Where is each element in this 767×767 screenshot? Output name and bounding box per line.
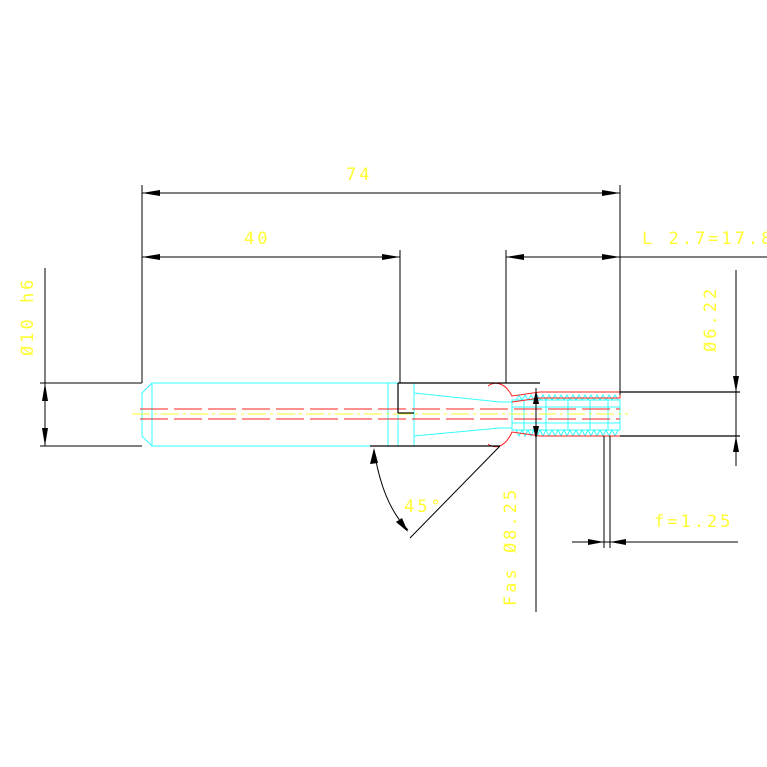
label-chamfer-diameter: Fas Ø8.25 xyxy=(501,487,521,606)
dimension-shank-length: 40 xyxy=(142,229,401,383)
thread-body xyxy=(511,399,621,431)
label-chamfer-angle: 45° xyxy=(404,497,444,517)
dimension-pitch: f=1.25 xyxy=(572,436,738,548)
label-overall-length: 74 xyxy=(346,165,372,185)
dimension-overall-length: 74 xyxy=(141,165,621,395)
dimension-chamfer-diameter: Fas Ø8.25 xyxy=(501,388,539,612)
label-core-diameter: Ø6.22 xyxy=(701,286,721,352)
dimension-core-diameter: Ø6.22 xyxy=(701,270,739,466)
label-pitch: f=1.25 xyxy=(654,512,733,532)
dimension-chamfer-angle: 45° xyxy=(370,445,501,539)
outline-extents xyxy=(370,382,740,447)
label-shank-diameter: Ø10 h6 xyxy=(18,277,38,356)
dimension-thread-length: L 2.7=17.8 xyxy=(505,229,767,383)
hidden-lines xyxy=(140,382,621,448)
label-shank-length: 40 xyxy=(244,229,270,249)
label-thread-length: L 2.7=17.8 xyxy=(642,229,767,249)
dimension-shank-diameter: Ø10 h6 xyxy=(18,268,142,447)
